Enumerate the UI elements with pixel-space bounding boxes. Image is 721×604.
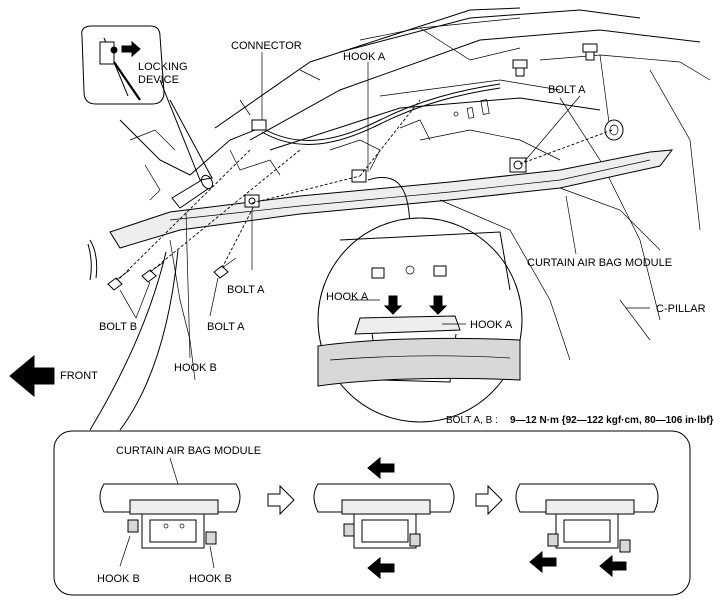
connector-harness — [251, 83, 501, 145]
arrow-right-outline-icon — [267, 484, 295, 516]
arrow-left-filled-icon — [367, 456, 395, 480]
bolt-a — [213, 257, 237, 279]
detail-hook-a-right-label: HOOK A — [470, 319, 513, 331]
arrow-left-filled-icon — [529, 550, 557, 574]
module-step-1 — [99, 483, 241, 549]
inflator — [171, 174, 214, 209]
arrow-left-filled-icon — [599, 554, 627, 578]
arrow-left-filled-icon — [367, 556, 395, 580]
module-step-3 — [515, 483, 659, 578]
install-guide-lines — [115, 99, 613, 283]
bottom-procedure-panel: CURTAIN AIR BAG MODULE — [53, 430, 691, 596]
hook-a-detail-inset — [317, 177, 523, 423]
detail-hook-a-left-label: HOOK A — [326, 291, 369, 303]
front-arrow-icon — [9, 354, 55, 398]
locking-device-label-line2: DEVICE — [138, 74, 179, 86]
connector-label: CONNECTOR — [231, 40, 302, 52]
bolt-b-label: BOLT B — [99, 321, 137, 333]
pillar-edge — [169, 239, 196, 381]
torque-spec-value: 9—12 N·m {92—122 kgf·cm, 80—106 in·lbf} — [510, 415, 714, 426]
module-step-2 — [313, 456, 455, 580]
bolt-a-label-low: BOLT A — [207, 321, 245, 333]
bolt-a-label-mid: BOLT A — [227, 284, 265, 296]
hook-a-label-top: HOOK A — [343, 51, 386, 63]
locking-device-inset — [81, 25, 213, 181]
roof-clip — [582, 43, 598, 61]
c-pillar-label: C-PILLAR — [656, 303, 706, 315]
bolt-b — [141, 261, 165, 283]
vehicle-body-structure — [119, 7, 711, 321]
arrow-right-filled-icon — [121, 40, 141, 58]
panel-hook-b-left-label: HOOK B — [97, 573, 140, 585]
leader-lines — [89, 52, 650, 431]
roof-clip — [512, 59, 528, 77]
bolt-a-label-top: BOLT A — [548, 84, 586, 96]
bolt-hole-grommet — [604, 119, 624, 141]
connector-plug — [251, 119, 267, 131]
torque-spec-prefix: BOLT A, B : — [446, 415, 498, 426]
panel-title: CURTAIN AIR BAG MODULE — [116, 445, 261, 457]
front-label: FRONT — [60, 370, 98, 382]
bolt-b — [107, 269, 131, 291]
hook-b-label: HOOK B — [174, 362, 217, 374]
locking-device-label-line1: LOCKING — [138, 61, 188, 73]
curtain-air-bag-module-label: CURTAIN AIR BAG MODULE — [527, 257, 672, 269]
arrow-right-outline-icon — [475, 484, 503, 516]
panel-hook-b-right-label: HOOK B — [189, 573, 232, 585]
arrow-down-filled-icon — [383, 295, 403, 315]
arrow-down-filled-icon — [428, 295, 448, 315]
